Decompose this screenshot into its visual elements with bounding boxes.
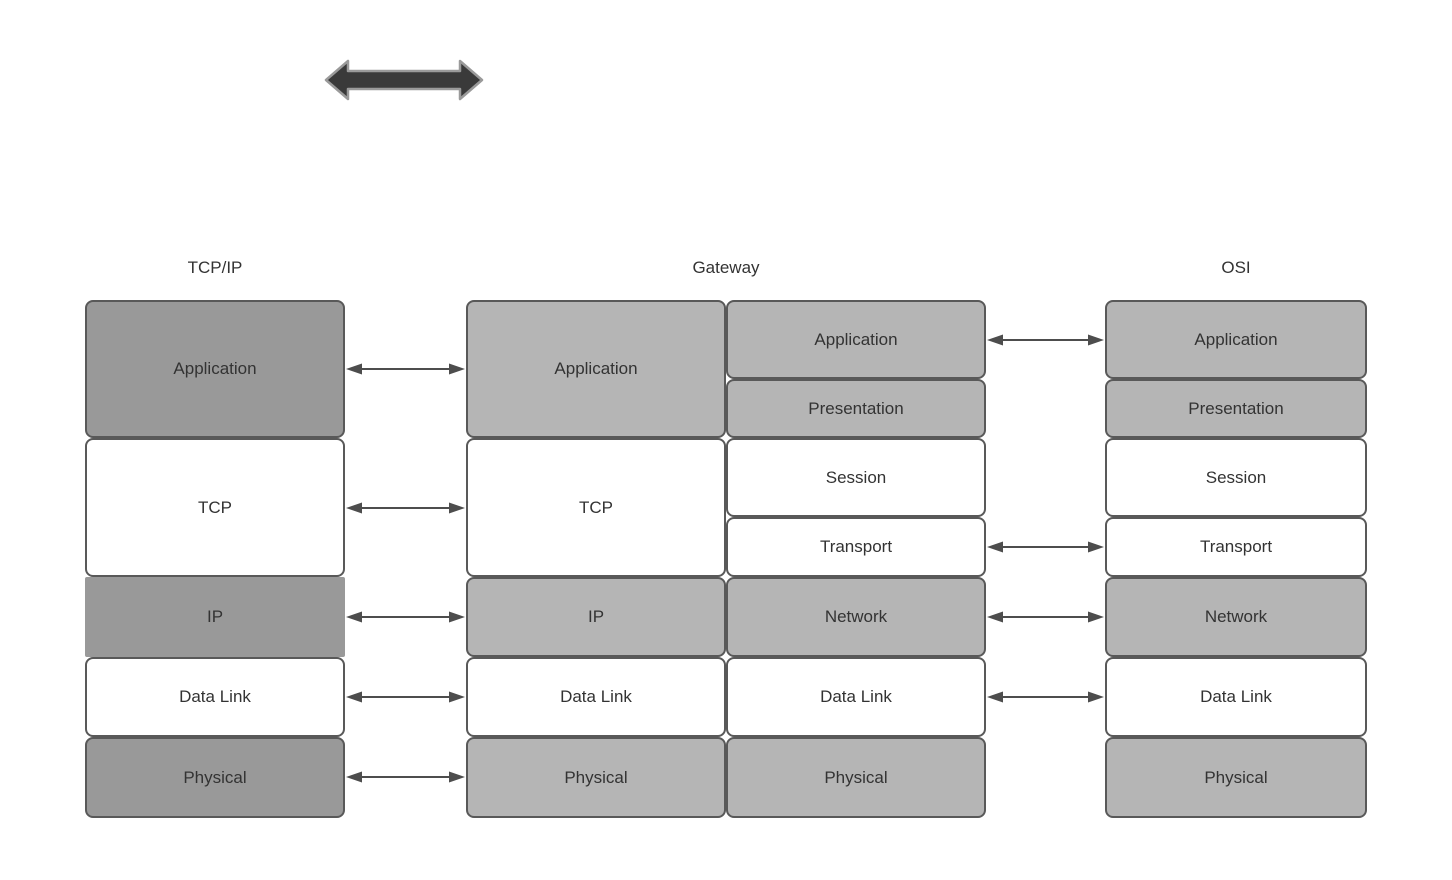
thick-double-arrow-icon: [324, 59, 484, 101]
gateway-left-layer-physical: Physical: [466, 737, 726, 818]
gateway-left-layer-data-link: Data Link: [466, 657, 726, 737]
osi-column-header: OSI: [1221, 258, 1251, 277]
osi-layer-physical: Physical: [1105, 737, 1367, 818]
gateway-right-layer-data-link: Data Link: [726, 657, 986, 737]
double-arrow-icon: [346, 502, 465, 514]
double-arrow-icon: [346, 611, 465, 623]
tcpip-column-header: TCP/IP: [187, 258, 243, 277]
osi-layer-data-link: Data Link: [1105, 657, 1367, 737]
tcpip-layer-data-link: Data Link: [85, 657, 345, 737]
osi-layer-application: Application: [1105, 300, 1367, 379]
double-arrow-icon: [987, 334, 1104, 346]
gateway-right-layer-transport: Transport: [726, 517, 986, 577]
gateway-right-layer-presentation: Presentation: [726, 379, 986, 438]
tcpip-layer-ip: IP: [85, 577, 345, 657]
tcpip-layer-tcp: TCP: [85, 438, 345, 577]
gateway-right-layer-application: Application: [726, 300, 986, 379]
double-arrow-icon: [987, 541, 1104, 553]
double-arrow-icon: [346, 363, 465, 375]
gateway-left-layer-ip: IP: [466, 577, 726, 657]
tcpip-layer-physical: Physical: [85, 737, 345, 818]
double-arrow-icon: [987, 611, 1104, 623]
tcpip-layer-application: Application: [85, 300, 345, 438]
gateway-right-layer-session: Session: [726, 438, 986, 517]
double-arrow-icon: [346, 691, 465, 703]
gateway-left-layer-application: Application: [466, 300, 726, 438]
gateway-right-layer-physical: Physical: [726, 737, 986, 818]
gateway-column-header: Gateway: [692, 258, 760, 277]
osi-layer-transport: Transport: [1105, 517, 1367, 577]
gateway-left-layer-tcp: TCP: [466, 438, 726, 577]
osi-layer-network: Network: [1105, 577, 1367, 657]
double-arrow-icon: [346, 771, 465, 783]
double-arrow-icon: [987, 691, 1104, 703]
osi-layer-session: Session: [1105, 438, 1367, 517]
osi-layer-presentation: Presentation: [1105, 379, 1367, 438]
gateway-right-layer-network: Network: [726, 577, 986, 657]
